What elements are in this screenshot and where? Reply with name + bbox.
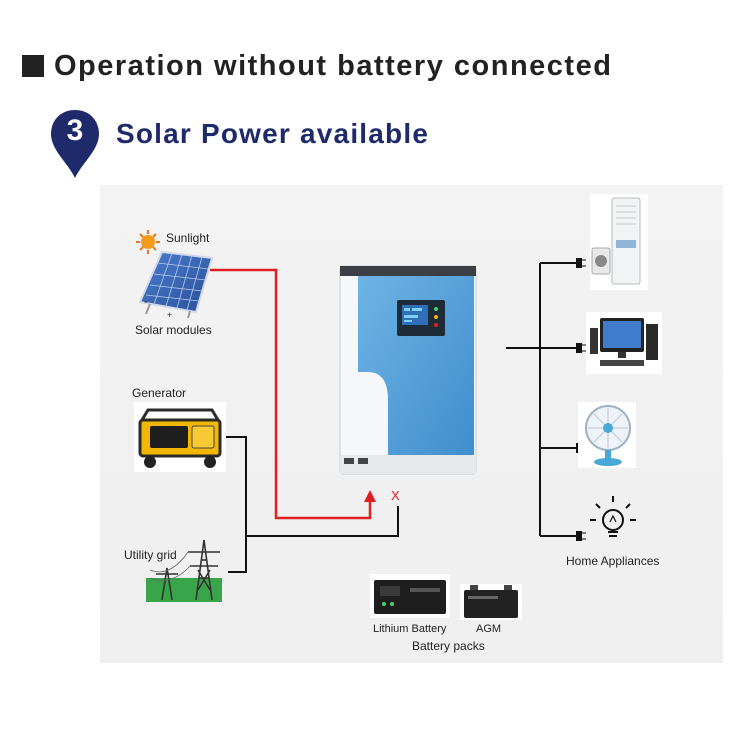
hybrid-inverter (339, 265, 477, 475)
sunlight-label: Sunlight (166, 231, 210, 245)
lithium-battery-label: Lithium Battery (373, 623, 447, 635)
solar-modules-label: Solar modules (135, 323, 212, 337)
step-number: 3 (66, 114, 84, 147)
computer-icon (586, 312, 662, 374)
agm-battery-icon (460, 584, 522, 620)
heading-title: Operation without battery connected (54, 49, 613, 82)
utility-tower-icon (146, 539, 222, 602)
light-bulb-icon (590, 496, 636, 537)
home-appliances-label: Home Appliances (566, 554, 659, 568)
section-heading: Operation without battery connected (22, 44, 612, 88)
pv-input-arrow (364, 490, 376, 502)
generator-label: Generator (132, 386, 186, 400)
heading-square-icon (22, 55, 44, 77)
plus-sign: + (167, 310, 172, 320)
plug-icons (576, 258, 586, 541)
air-conditioner-icon (590, 194, 648, 290)
step-heading: 3 Solar Power available (48, 108, 429, 180)
sun-icon (136, 230, 160, 254)
lithium-battery-icon (370, 574, 450, 618)
utility-grid-label: Utility grid (124, 548, 177, 562)
disconnected-marker: X (391, 488, 400, 503)
fan-icon (578, 402, 636, 468)
generator-icon (134, 402, 226, 472)
ac-output-wiring (506, 262, 578, 537)
minus-sign: - (144, 296, 148, 308)
location-pin-icon: 3 (48, 108, 102, 180)
step-title: Solar Power available (116, 118, 430, 149)
solar-pv-wire (210, 268, 372, 520)
agm-label: AGM (476, 623, 501, 635)
solar-panel-icon (138, 250, 214, 319)
battery-packs-label: Battery packs (412, 639, 485, 653)
ac-input-wire (226, 436, 399, 573)
